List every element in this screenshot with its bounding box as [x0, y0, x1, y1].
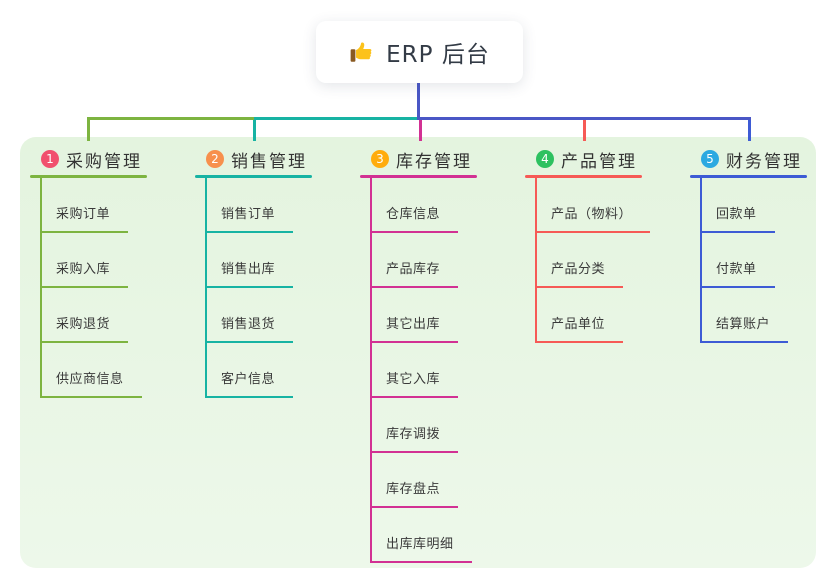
branch-product-head[interactable]: 4 产品管理	[525, 146, 642, 172]
child-label: 销售订单	[221, 207, 276, 222]
child-label: 客户信息	[221, 372, 276, 387]
branch-trunk-line	[370, 178, 372, 562]
child-node[interactable]: 产品单位	[535, 313, 624, 343]
drop-branch2	[253, 120, 256, 141]
branch-underline	[195, 175, 312, 178]
child-node[interactable]: 仓库信息	[370, 203, 459, 233]
branch-number-badge: 3	[371, 150, 389, 168]
child-node[interactable]: 销售出库	[205, 258, 294, 288]
child-node[interactable]: 采购入库	[40, 258, 129, 288]
child-node[interactable]: 销售退货	[205, 313, 294, 343]
branch-inventory: 3 库存管理 仓库信息 产品库存 其它出库 其它入库 库存调拨 库存盘点 出库库…	[360, 146, 477, 563]
child-label: 采购入库	[56, 262, 111, 277]
branch-label: 产品管理	[561, 151, 637, 172]
drop-branch5	[748, 120, 751, 141]
child-label: 销售出库	[221, 262, 276, 277]
child-label: 付款单	[716, 262, 757, 277]
connector-branch2	[254, 117, 419, 120]
root-connector-vertical	[417, 82, 420, 120]
branch-label: 库存管理	[396, 151, 472, 172]
branch-purchase: 1 采购管理 采购订单 采购入库 采购退货 供应商信息	[30, 146, 147, 398]
connector-right	[417, 117, 751, 120]
branch-label: 财务管理	[726, 151, 802, 172]
child-node[interactable]: 回款单	[700, 203, 775, 233]
child-label: 产品库存	[386, 262, 441, 277]
branch-product: 4 产品管理 产品（物料） 产品分类 产品单位	[525, 146, 651, 343]
child-node[interactable]: 销售订单	[205, 203, 294, 233]
child-node[interactable]: 产品（物料）	[535, 203, 651, 233]
branch-finance-head[interactable]: 5 财务管理	[690, 146, 807, 172]
child-node[interactable]: 其它出库	[370, 313, 459, 343]
child-node[interactable]: 出库库明细	[370, 533, 472, 563]
child-node[interactable]: 客户信息	[205, 368, 294, 398]
child-node[interactable]: 采购退货	[40, 313, 129, 343]
child-node[interactable]: 产品库存	[370, 258, 459, 288]
branch-label: 采购管理	[66, 151, 142, 172]
drop-branch3	[419, 120, 422, 141]
branch-underline	[525, 175, 642, 178]
branch-number-badge: 4	[536, 150, 554, 168]
branch-label: 销售管理	[231, 151, 307, 172]
child-label: 仓库信息	[386, 207, 441, 222]
branch-number-badge: 5	[701, 150, 719, 168]
child-label: 结算账户	[716, 317, 771, 332]
child-node[interactable]: 产品分类	[535, 258, 624, 288]
child-node[interactable]: 付款单	[700, 258, 775, 288]
branch-purchase-head[interactable]: 1 采购管理	[30, 146, 147, 172]
child-label: 回款单	[716, 207, 757, 222]
branch-underline	[30, 175, 147, 178]
branch-sales: 2 销售管理 销售订单 销售出库 销售退货 客户信息	[195, 146, 312, 398]
child-label: 其它出库	[386, 317, 441, 332]
child-label: 供应商信息	[56, 372, 124, 387]
child-node[interactable]: 结算账户	[700, 313, 789, 343]
child-label: 销售退货	[221, 317, 276, 332]
child-node[interactable]: 其它入库	[370, 368, 459, 398]
branch-underline	[360, 175, 477, 178]
child-node[interactable]: 采购订单	[40, 203, 129, 233]
child-label: 采购订单	[56, 207, 111, 222]
branch-number-badge: 1	[41, 150, 59, 168]
connector-branch1	[87, 117, 254, 120]
thumbs-up-icon	[349, 39, 375, 65]
child-label: 出库库明细	[386, 537, 454, 552]
root-label: ERP 后台	[386, 42, 490, 68]
child-label: 产品分类	[551, 262, 606, 277]
branch-trunk-line	[700, 178, 702, 342]
child-label: 采购退货	[56, 317, 111, 332]
branch-sales-head[interactable]: 2 销售管理	[195, 146, 312, 172]
branch-underline	[690, 175, 807, 178]
drop-branch1	[87, 120, 90, 141]
branch-inventory-head[interactable]: 3 库存管理	[360, 146, 477, 172]
child-label: 其它入库	[386, 372, 441, 387]
branch-finance: 5 财务管理 回款单 付款单 结算账户	[690, 146, 807, 343]
child-node[interactable]: 库存盘点	[370, 478, 459, 508]
child-label: 产品单位	[551, 317, 606, 332]
branch-number-badge: 2	[206, 150, 224, 168]
child-label: 库存盘点	[386, 482, 441, 497]
branch-trunk-line	[535, 178, 537, 342]
branches-panel	[20, 137, 816, 568]
child-label: 产品（物料）	[551, 207, 633, 222]
root-node[interactable]: ERP 后台	[316, 21, 523, 83]
child-node[interactable]: 库存调拨	[370, 423, 459, 453]
child-label: 库存调拨	[386, 427, 441, 442]
drop-branch4	[583, 120, 586, 141]
child-node[interactable]: 供应商信息	[40, 368, 142, 398]
